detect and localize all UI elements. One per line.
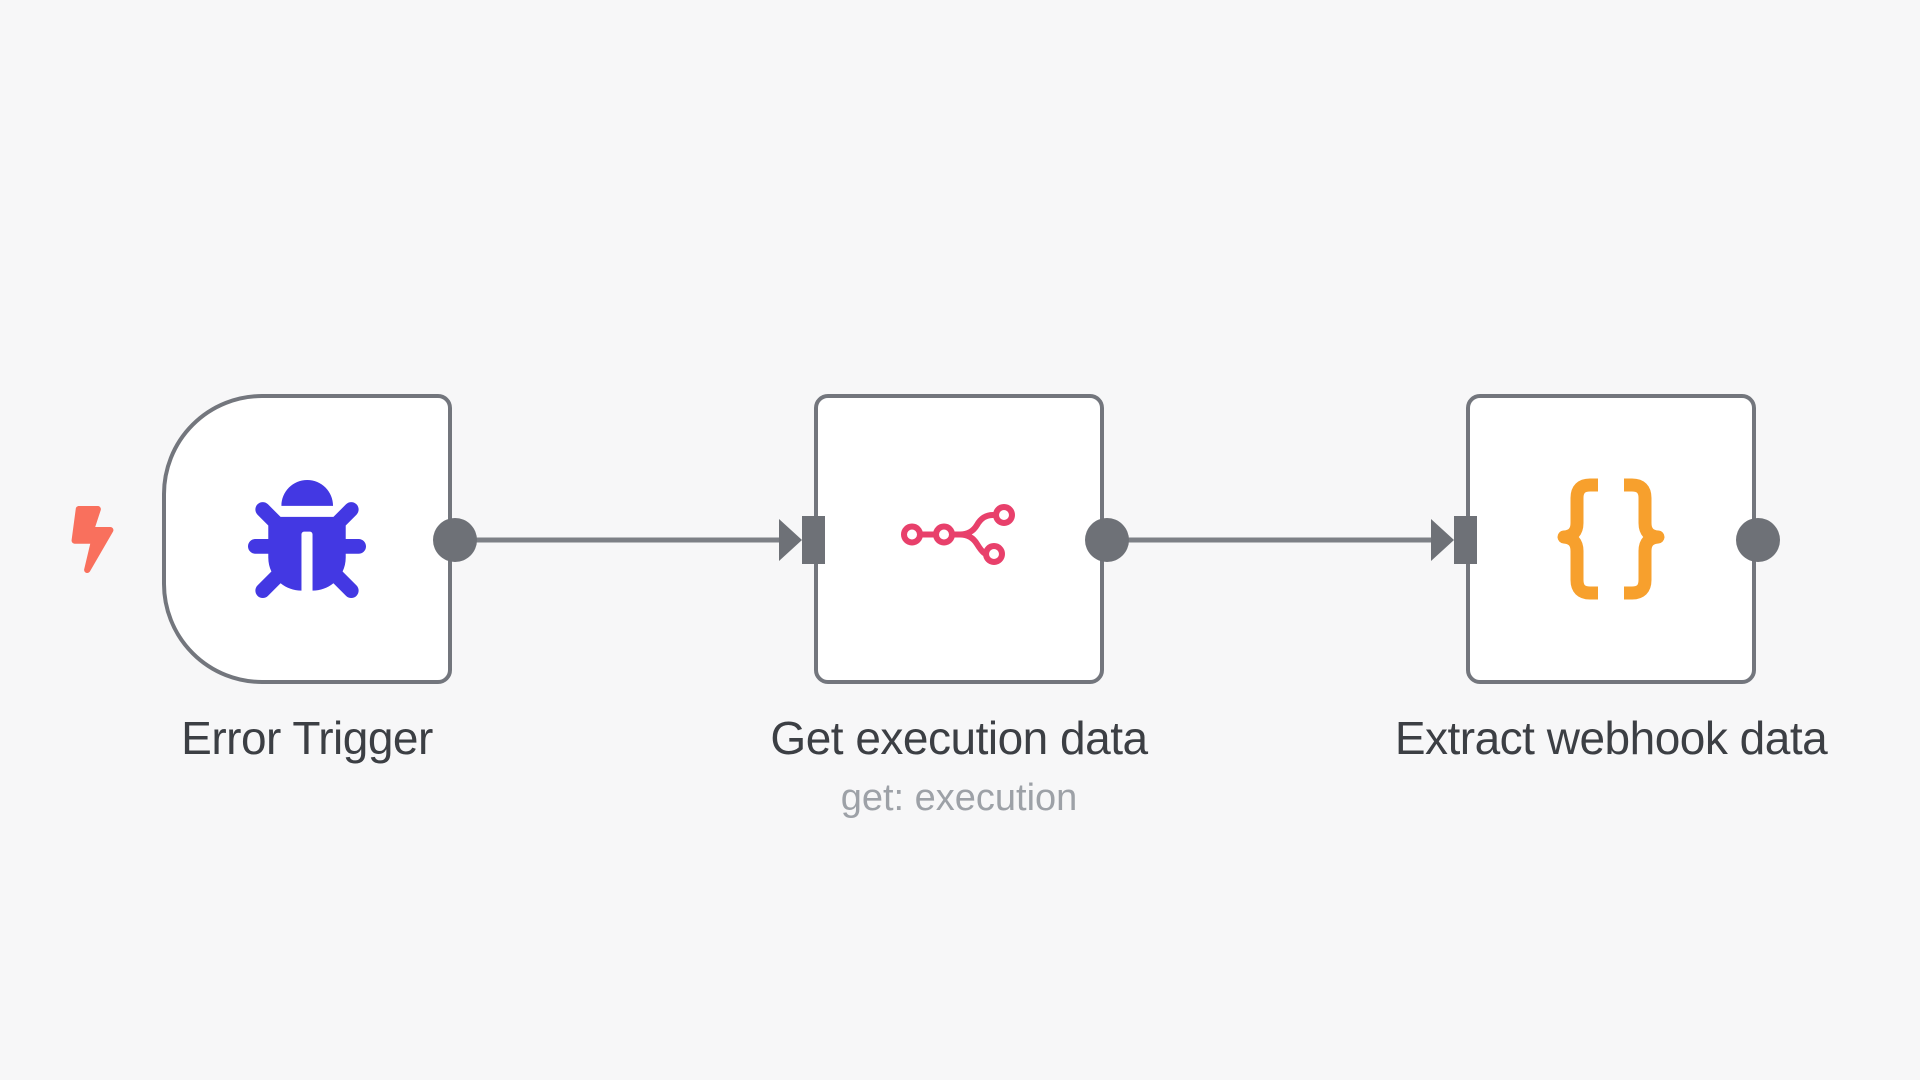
output-endpoint-extract-webhook-data[interactable] xyxy=(1736,518,1780,562)
lightning-bolt-icon xyxy=(71,506,114,573)
node-error-trigger[interactable] xyxy=(162,394,452,684)
node-get-execution-data[interactable] xyxy=(814,394,1104,684)
connection-error-trigger-to-get-execution-data[interactable] xyxy=(455,510,825,570)
node-extract-webhook-data[interactable] xyxy=(1466,394,1756,684)
output-endpoint-get-execution-data[interactable] xyxy=(1085,518,1129,562)
input-port[interactable] xyxy=(1454,516,1477,564)
output-endpoint-error-trigger[interactable] xyxy=(433,518,477,562)
connection-get-execution-data-to-extract-webhook-data[interactable] xyxy=(1107,510,1477,570)
arrowhead-icon xyxy=(779,519,802,561)
node-subtitle-get-execution-data: get: execution xyxy=(840,777,1078,819)
n8n-graph-icon xyxy=(901,504,1015,565)
node-label-error-trigger: Error Trigger xyxy=(181,712,433,764)
bug-icon xyxy=(248,480,366,598)
arrowhead-icon xyxy=(1431,519,1454,561)
input-port[interactable] xyxy=(802,516,825,564)
curly-braces-icon xyxy=(1557,478,1665,600)
node-label-get-execution-data: Get execution data xyxy=(770,712,1148,764)
node-label-extract-webhook-data: Extract webhook data xyxy=(1394,712,1828,764)
